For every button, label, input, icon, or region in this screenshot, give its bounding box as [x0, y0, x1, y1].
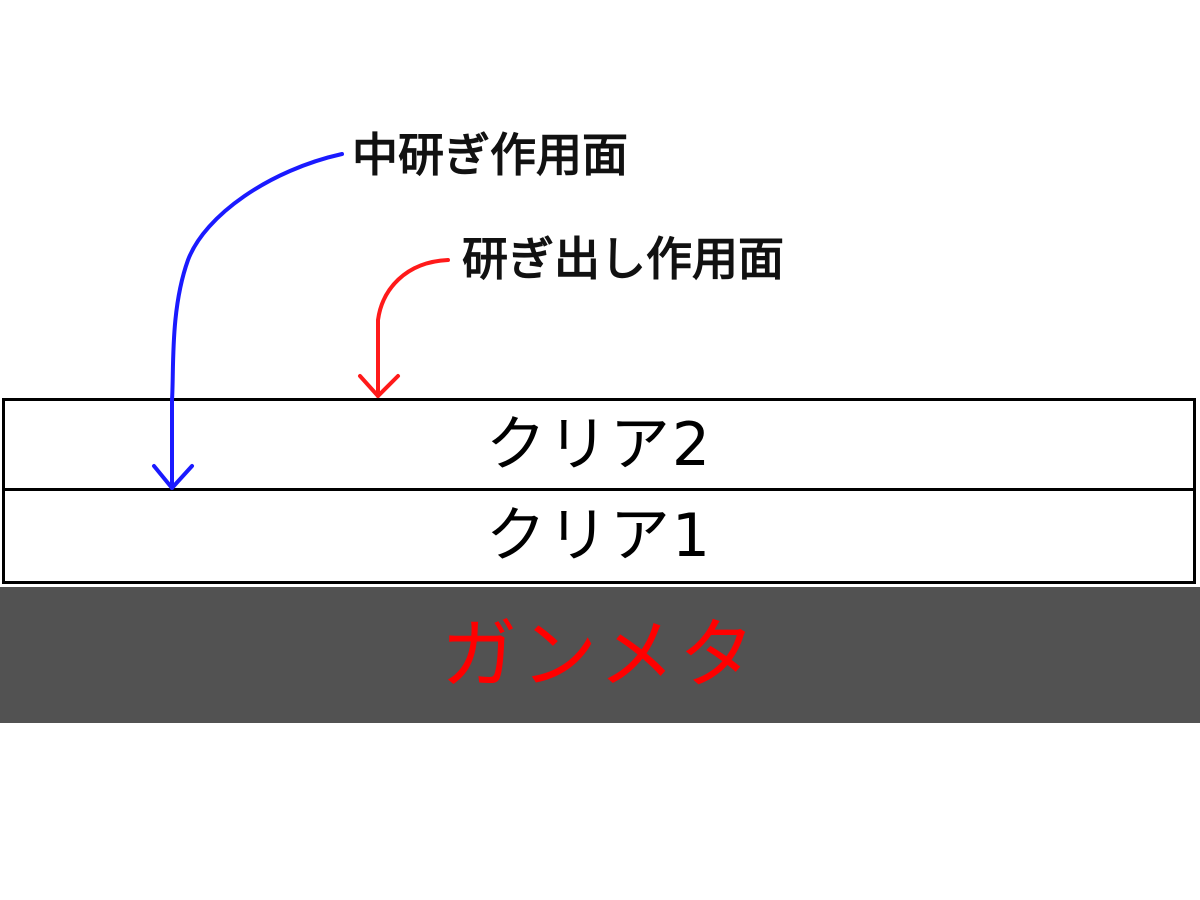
layer-clear-1-label: クリア1 — [485, 501, 713, 571]
mid-polish-surface-label: 中研ぎ作用面 — [352, 128, 628, 182]
layer-gunmetal: ガンメタ — [0, 587, 1200, 723]
layer-clear-1: クリア1 — [2, 488, 1196, 584]
layer-clear-2: クリア2 — [2, 398, 1196, 491]
finish-polish-arrow — [358, 258, 450, 398]
layer-gunmetal-label: ガンメタ — [441, 610, 759, 699]
layer-clear-2-label: クリア2 — [485, 409, 713, 480]
finish-polish-surface-label: 研ぎ出し作用面 — [462, 232, 784, 286]
